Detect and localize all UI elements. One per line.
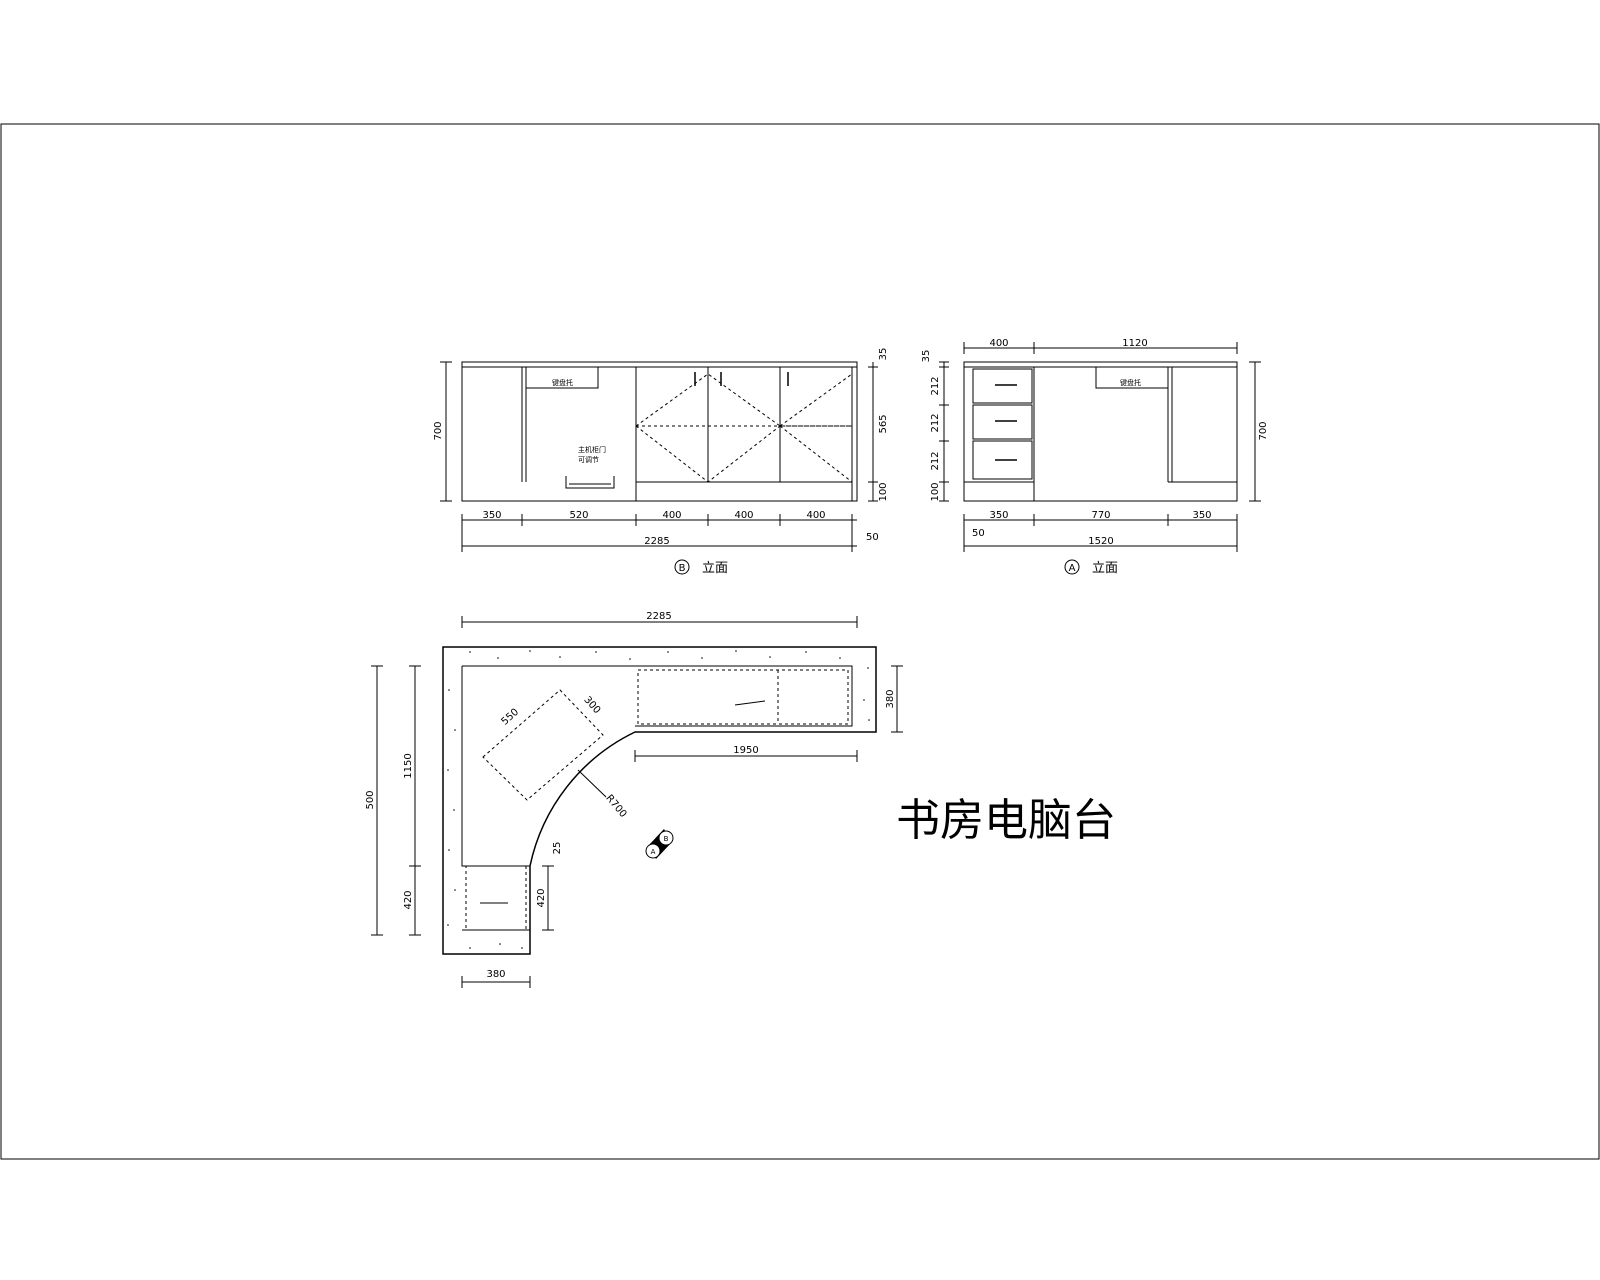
elev-b-body xyxy=(461,366,858,502)
elev-b-note-line2: 可调节 xyxy=(578,455,599,464)
plan-depth-right: 380 xyxy=(885,689,896,708)
elev-b-top xyxy=(461,361,858,368)
elev-a-drawer-3: 212 xyxy=(930,451,941,470)
elev-b-marker-letter: B xyxy=(679,563,686,574)
elev-a-top-seg-1: 400 xyxy=(989,338,1008,349)
elev-a-seg-1: 350 xyxy=(989,510,1008,521)
elev-a-top xyxy=(963,361,1238,368)
plan-monitor-depth: 550 xyxy=(500,707,522,728)
elev-b-marker xyxy=(674,559,690,575)
elev-b-seg-4: 400 xyxy=(734,510,753,521)
plan-lower-inner: 420 xyxy=(536,888,547,907)
elev-b-seg-1: 350 xyxy=(482,510,501,521)
elev-a-drawer-2: 212 xyxy=(930,413,941,432)
elev-a-label: 立面 xyxy=(1092,561,1118,576)
elev-a-top-seg-2: 1120 xyxy=(1122,338,1147,349)
elev-a-drawer-1: 212 xyxy=(930,376,941,395)
elev-b-cabinet-dim: 565 xyxy=(878,414,889,433)
elev-b-plinth-dim: 100 xyxy=(878,482,889,501)
elev-b-keyboard-tray-label: 键盘托 xyxy=(552,378,573,387)
elev-a-height-dim: 700 xyxy=(1258,421,1269,440)
sheet-border xyxy=(0,123,1600,1160)
elev-a-offset: 50 xyxy=(972,528,985,539)
plan-section-markers: B A xyxy=(645,829,674,859)
plan-left-lower: 420 xyxy=(403,890,414,909)
elev-a-seg-3: 350 xyxy=(1192,510,1211,521)
plan-left-total: 500 xyxy=(365,790,376,809)
plan-width-dim: 2285 xyxy=(646,611,671,622)
plan-inner-length: 1950 xyxy=(733,745,758,756)
elev-b-seg-5: 400 xyxy=(806,510,825,521)
elev-b-keyboard-tray xyxy=(525,366,599,389)
elev-b-top-dim: 35 xyxy=(878,348,889,361)
elev-a-keyboard-tray xyxy=(1095,366,1169,389)
elev-a-marker-letter: A xyxy=(1069,563,1076,574)
elev-a-seg-2: 770 xyxy=(1091,510,1110,521)
elev-b-offset: 50 xyxy=(866,532,879,543)
plan-outer xyxy=(442,646,877,955)
elev-b-height-dim: 700 xyxy=(433,421,444,440)
elevation-b: 键盘托 主机柜门 可调节 700 35 565 100 xyxy=(433,348,889,576)
plan-corner-radius: R700 xyxy=(603,793,628,820)
plan-edge-offset: 25 xyxy=(552,842,563,855)
plan-marker-b: B xyxy=(664,835,669,843)
plan-left-upper: 1150 xyxy=(403,753,414,778)
drawing-title: 书房电脑台 xyxy=(896,795,1116,846)
elev-a-total: 1520 xyxy=(1088,536,1113,547)
elev-a-marker xyxy=(1064,559,1080,575)
elev-b-total: 2285 xyxy=(644,536,669,547)
elev-a-keyboard-tray-label: 键盘托 xyxy=(1120,378,1141,387)
elev-b-note-line1: 主机柜门 xyxy=(578,445,606,454)
elev-a-top-dim: 35 xyxy=(921,350,932,363)
elev-b-label: 立面 xyxy=(702,561,728,576)
elev-a-plinth: 100 xyxy=(930,482,941,501)
plan-view: 2285 380 1950 500 1150 420 420 380 550 3… xyxy=(365,611,903,988)
elevation-a: 键盘托 400 1120 35 212 212 212 100 700 xyxy=(921,338,1269,576)
elev-b-seg-3: 400 xyxy=(662,510,681,521)
plan-hatch xyxy=(447,650,870,949)
elev-a-body xyxy=(963,366,1238,502)
plan-bottom-width: 380 xyxy=(486,969,505,980)
plan-marker-a: A xyxy=(651,848,656,856)
elev-b-seg-2: 520 xyxy=(569,510,588,521)
plan-monitor-width: 300 xyxy=(581,695,602,717)
